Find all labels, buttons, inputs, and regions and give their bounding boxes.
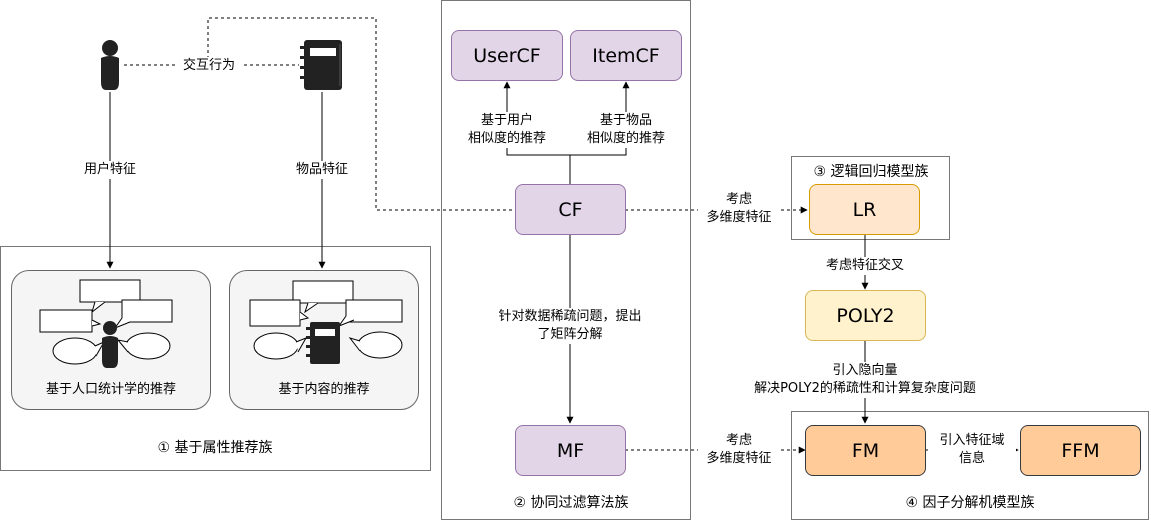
node-mf[interactable]: MF [515,425,626,476]
label-cf-to-lr: 考虑 多维度特征 [698,191,780,227]
node-poly2[interactable]: POLY2 [805,290,926,341]
label-item-sim: 基于物品 相似度的推荐 [566,112,686,148]
label-cf-to-mf: 针对数据稀疏问题，提出 了矩阵分解 [470,308,670,344]
group-fm-title: ④ 因子分解机模型族 [905,495,1035,511]
node-cf[interactable]: CF [515,184,626,235]
node-lr[interactable]: LR [809,184,920,235]
label-mf-to-fm-line2: 多维度特征 [706,451,772,466]
label-user-sim: 基于用户 相似度的推荐 [447,112,567,148]
label-cf-to-lr-line1: 考虑 [725,192,752,207]
label-item-feature: 物品特征 [286,161,358,179]
label-mf-to-fm-line1: 考虑 [725,433,752,448]
label-interaction: 交互行为 [176,57,242,75]
edge-cf-split-item [570,81,630,156]
group-lr-title: ③ 逻辑回归模型族 [813,164,929,180]
speech-bubble-icon [249,280,403,360]
group-attribute-title: ① 基于属性推荐族 [157,440,273,456]
node-ffm[interactable]: FFM [1020,425,1141,476]
label-user-sim-line2: 相似度的推荐 [467,131,546,146]
label-cf-to-mf-line1: 针对数据稀疏问题，提出 [498,309,642,324]
person-icon [101,40,119,90]
label-item-sim-line2: 相似度的推荐 [586,131,665,146]
label-lr-to-poly2: 考虑特征交叉 [815,257,915,275]
label-user-sim-line1: 基于用户 [480,113,533,128]
label-cf-to-mf-line2: 了矩阵分解 [537,327,603,342]
label-user-feature: 用户特征 [74,161,146,179]
speech-bubble-icon [39,279,173,365]
node-fm[interactable]: FM [805,425,926,476]
edge-interaction-to-cf [207,17,515,211]
label-mf-to-fm: 考虑 多维度特征 [698,432,780,468]
label-cf-to-lr-line2: 多维度特征 [706,210,772,225]
label-poly2-to-fm: 引入隐向量 解决POLY2的稀疏性和计算复杂度问题 [730,362,1000,398]
person-icon [102,321,118,368]
scene-demographic-caption: 基于人口统计学的推荐 [45,382,176,397]
node-itemcf[interactable]: ItemCF [570,30,682,81]
notebook-icon [306,322,340,364]
node-usercf[interactable]: UserCF [451,30,563,81]
label-fm-to-ffm-line1: 引入特征域 [939,433,1005,448]
label-fm-to-ffm: 引入特征域 信息 [928,432,1016,468]
notebook-icon [300,40,342,90]
group-cf-title: ② 协同过滤算法族 [513,495,629,511]
label-fm-to-ffm-line2: 信息 [958,451,985,466]
label-poly2-to-fm-line2: 解决POLY2的稀疏性和计算复杂度问题 [754,381,976,396]
label-item-sim-line1: 基于物品 [599,113,652,128]
label-poly2-to-fm-line1: 引入隐向量 [832,363,898,378]
scene-content-caption: 基于内容的推荐 [278,382,370,397]
